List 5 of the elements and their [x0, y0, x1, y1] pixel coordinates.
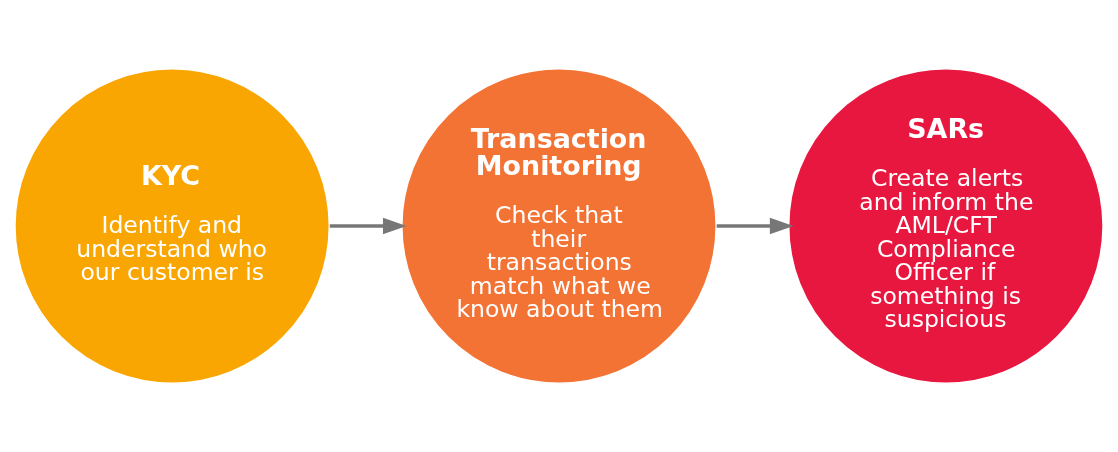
arrow [329, 217, 407, 235]
arrow [716, 217, 794, 235]
node-circle: KYC Identify and understand who our customer is [14, 67, 331, 385]
node-circle: Transaction Monitoring Check that their transactions match what we know about them [400, 67, 718, 385]
node-circle: SARs Create alerts and inform the AML/CFT Compliance Officer if something is suspicious [787, 67, 1104, 385]
